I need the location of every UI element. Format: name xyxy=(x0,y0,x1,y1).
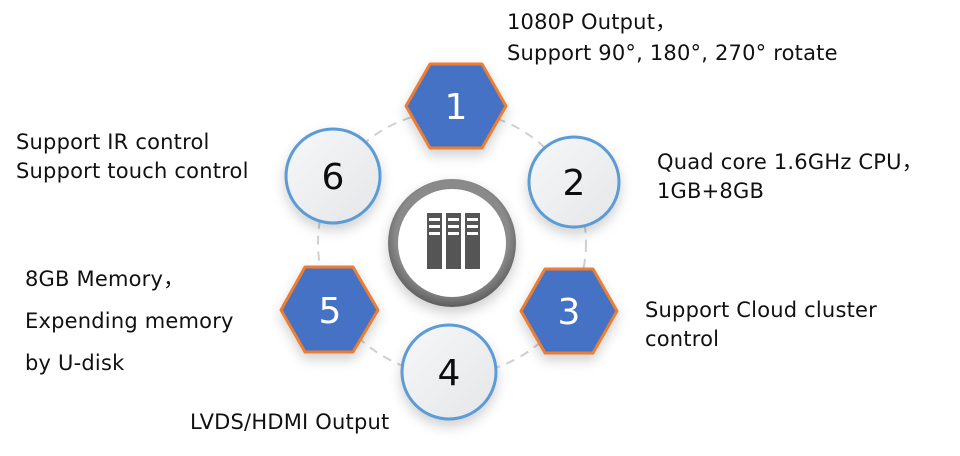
node-2: 2 xyxy=(527,135,621,229)
node-4: 4 xyxy=(400,323,498,421)
center-hub xyxy=(376,167,528,319)
node-5: 5 xyxy=(279,265,380,354)
circle-badge xyxy=(527,135,621,229)
node-number: 3 xyxy=(558,292,581,333)
feature-text: LVDS/HDMI Output xyxy=(190,410,390,434)
feature-text: Support 90°, 180°, 270° rotate xyxy=(507,41,838,65)
feature-text: by U-disk xyxy=(25,351,125,375)
feature-label-6: Support IR control Support touch control xyxy=(16,128,249,186)
node-6: 6 xyxy=(284,127,382,225)
circle-badge xyxy=(284,127,382,225)
feature-label-1: 1080P Output， Support 90°, 180°, 270° ro… xyxy=(507,7,838,69)
feature-text: 8GB Memory， xyxy=(25,267,185,291)
node-number: 1 xyxy=(445,87,468,128)
circle-badge xyxy=(400,323,498,421)
feature-label-2: Quad core 1.6GHz CPU， 1GB+8GB xyxy=(657,148,923,206)
node-1: 1 xyxy=(404,62,508,150)
hexagon-badge xyxy=(279,265,380,354)
feature-text: Expending memory xyxy=(25,309,234,333)
feature-label-3: Support Cloud cluster control xyxy=(645,296,877,354)
feature-text: Support IR control xyxy=(16,130,210,154)
feature-label-5: 8GB Memory， Expending memory by U-disk xyxy=(25,258,234,384)
feature-text: 1GB+8GB xyxy=(657,179,765,203)
node-number: 2 xyxy=(563,163,586,204)
node-number: 5 xyxy=(319,291,342,332)
feature-text: control xyxy=(645,327,720,351)
feature-text: Support touch control xyxy=(16,159,249,183)
feature-text: Quad core 1.6GHz CPU， xyxy=(657,150,923,174)
feature-text: 1080P Output， xyxy=(507,10,677,34)
node-3: 3 xyxy=(519,267,619,355)
feature-label-4: LVDS/HDMI Output xyxy=(190,408,389,437)
node-number: 6 xyxy=(322,157,345,198)
node-number: 4 xyxy=(438,353,461,394)
server-rack-icon xyxy=(427,213,480,269)
hexagon-badge xyxy=(519,267,619,355)
hexagon-badge xyxy=(404,62,508,150)
feature-text: Support Cloud cluster xyxy=(645,298,877,322)
